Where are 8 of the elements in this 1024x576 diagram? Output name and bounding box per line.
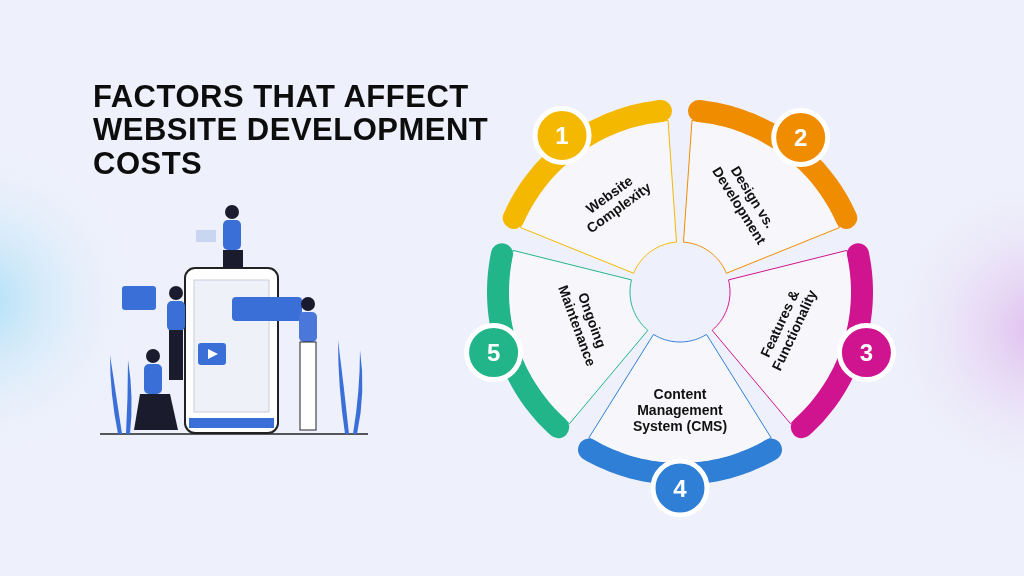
number-circle: 1 — [532, 105, 592, 165]
wheel-segment — [683, 100, 858, 274]
segment-label: Content Management System (CMS) — [631, 385, 729, 435]
number-circle: 2 — [771, 108, 831, 168]
title: FACTORS THAT AFFECT WEBSITE DEVELOPMENT COSTS — [93, 80, 490, 181]
number-circle: 5 — [464, 323, 524, 383]
wheel-segment — [502, 100, 677, 274]
number-circle: 4 — [650, 458, 710, 518]
